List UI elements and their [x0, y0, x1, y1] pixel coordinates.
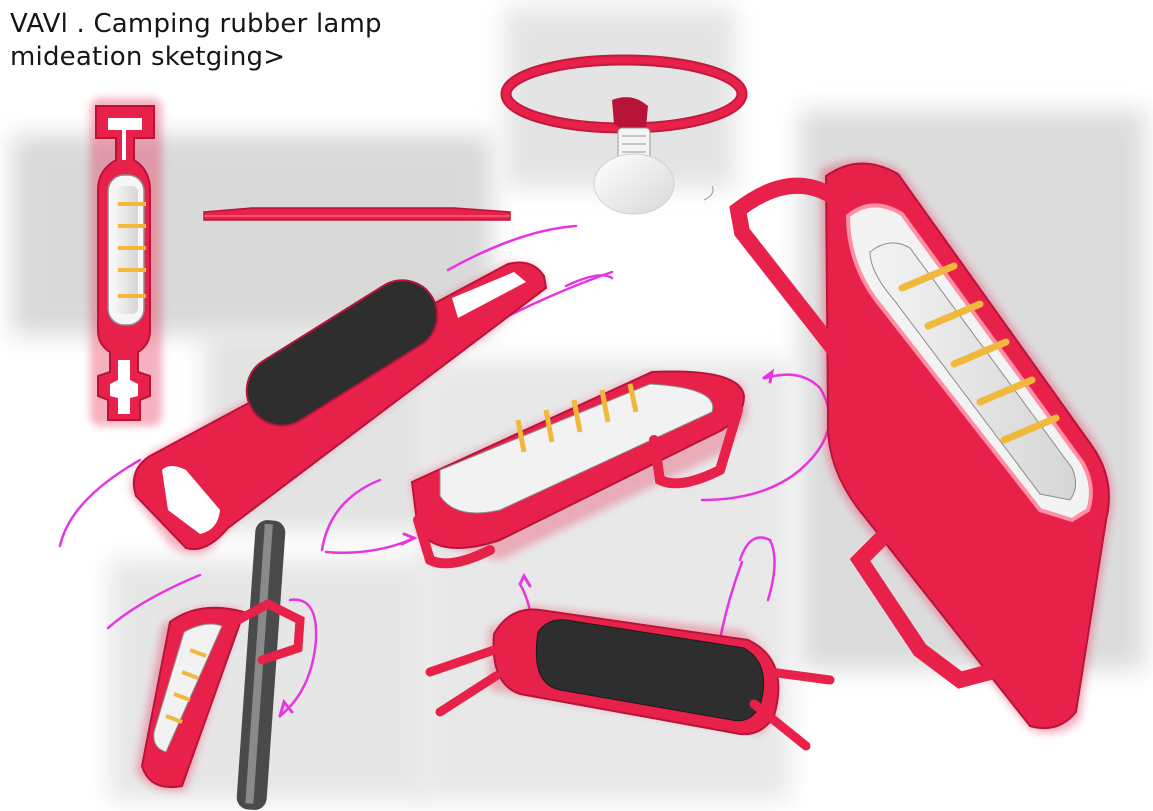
front-view-lamp [90, 98, 162, 426]
title-line-2: mideation sketging> [10, 42, 286, 72]
title-line-1: VAVl . Camping rubber lamp [10, 9, 382, 39]
angled-back-view-lamp [130, 261, 548, 554]
headband-bulb [500, 54, 748, 215]
bottom-perspective-lamp [425, 606, 835, 751]
standing-perspective-lamp [410, 370, 748, 569]
closeup-perspective-lamp [729, 160, 1113, 734]
page-title: VAVl . Camping rubber lamp mideation ske… [10, 8, 382, 74]
side-profile-lamp [203, 207, 511, 221]
clip-on-pole-lamp [136, 520, 305, 810]
